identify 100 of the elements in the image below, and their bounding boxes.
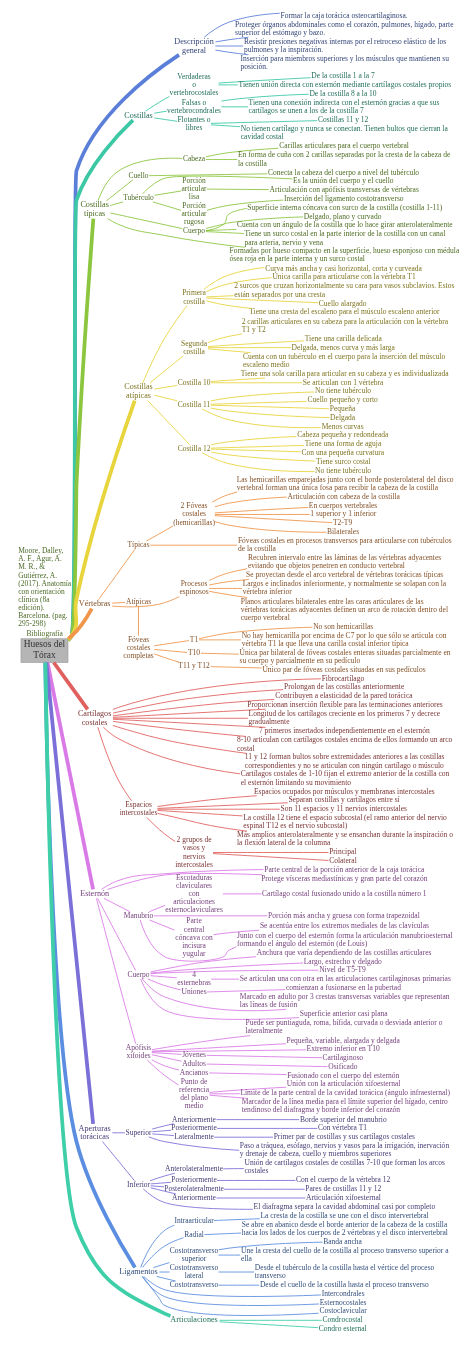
connector bbox=[148, 904, 166, 913]
connector bbox=[66, 399, 137, 642]
connector bbox=[112, 678, 322, 710]
connector bbox=[148, 173, 268, 177]
connector bbox=[107, 218, 246, 248]
connector bbox=[219, 1319, 323, 1321]
connector bbox=[156, 1276, 177, 1282]
connector bbox=[142, 1188, 254, 1210]
connector bbox=[153, 117, 178, 122]
connector bbox=[205, 277, 272, 293]
connector bbox=[210, 978, 240, 980]
connector bbox=[103, 897, 131, 913]
connector bbox=[149, 355, 184, 384]
connector bbox=[150, 956, 257, 973]
connector bbox=[208, 578, 250, 586]
connector bbox=[207, 348, 252, 354]
connector bbox=[140, 978, 300, 1020]
connector bbox=[66, 218, 96, 642]
connector bbox=[151, 1052, 182, 1055]
connector bbox=[222, 1168, 245, 1170]
connector bbox=[153, 653, 180, 663]
connector bbox=[112, 689, 284, 714]
connector bbox=[66, 118, 135, 642]
connector bbox=[111, 601, 126, 604]
connector bbox=[147, 978, 182, 991]
connector bbox=[210, 407, 330, 419]
connector bbox=[198, 639, 242, 641]
connector bbox=[201, 452, 315, 473]
connector bbox=[214, 36, 249, 43]
connector bbox=[151, 1129, 172, 1133]
connector bbox=[210, 444, 305, 449]
connector bbox=[140, 1224, 175, 1268]
connector bbox=[111, 596, 180, 608]
connector bbox=[107, 872, 263, 890]
connector bbox=[97, 898, 137, 972]
connector bbox=[112, 725, 247, 754]
connector bbox=[210, 391, 315, 402]
connector bbox=[101, 869, 265, 890]
connector bbox=[141, 978, 287, 1012]
connector bbox=[210, 120, 318, 124]
connector bbox=[142, 1237, 184, 1268]
connector bbox=[204, 1232, 242, 1236]
connector bbox=[157, 802, 289, 809]
connector bbox=[149, 1172, 176, 1182]
connector bbox=[146, 525, 174, 542]
connector bbox=[110, 201, 124, 206]
connector bbox=[210, 400, 308, 405]
connector bbox=[205, 229, 237, 231]
connector bbox=[212, 853, 329, 861]
connector bbox=[219, 1321, 319, 1329]
connector bbox=[205, 147, 279, 158]
connector bbox=[206, 1054, 323, 1059]
connector bbox=[222, 893, 262, 895]
connector bbox=[220, 106, 249, 108]
connector bbox=[218, 1254, 241, 1256]
connector bbox=[153, 385, 178, 390]
connector bbox=[203, 12, 281, 38]
connector bbox=[157, 808, 281, 810]
connector bbox=[203, 267, 265, 290]
connector bbox=[218, 1241, 323, 1251]
connector bbox=[152, 201, 182, 211]
connector bbox=[210, 436, 297, 446]
connector bbox=[208, 588, 243, 589]
connector bbox=[218, 1284, 260, 1286]
connector bbox=[153, 915, 268, 917]
connector bbox=[151, 1035, 251, 1051]
connector bbox=[206, 188, 270, 191]
connector bbox=[214, 49, 249, 56]
connector bbox=[147, 400, 190, 445]
connector bbox=[112, 708, 266, 718]
connector bbox=[111, 1132, 126, 1134]
connector bbox=[206, 297, 319, 304]
connector bbox=[151, 1043, 287, 1052]
connector bbox=[142, 175, 293, 195]
connector bbox=[209, 1094, 247, 1099]
connector bbox=[98, 548, 136, 601]
connector bbox=[210, 377, 266, 382]
connector bbox=[151, 1059, 180, 1071]
connector bbox=[146, 817, 176, 842]
connector bbox=[44, 662, 95, 1125]
connector bbox=[216, 1180, 296, 1181]
connector bbox=[150, 1181, 172, 1185]
connector bbox=[210, 666, 263, 669]
connector bbox=[102, 726, 241, 775]
connector bbox=[213, 929, 260, 936]
connector bbox=[154, 190, 182, 196]
connector bbox=[210, 448, 302, 453]
connector bbox=[208, 568, 248, 581]
connector bbox=[150, 1185, 165, 1188]
connector bbox=[205, 208, 248, 231]
connector bbox=[150, 962, 304, 974]
connector bbox=[209, 1093, 241, 1095]
connector bbox=[151, 1133, 175, 1137]
connector bbox=[109, 212, 183, 229]
connector bbox=[150, 969, 319, 975]
connector bbox=[157, 809, 243, 817]
connector bbox=[112, 720, 247, 737]
connector bbox=[153, 394, 178, 402]
connector bbox=[141, 1276, 320, 1306]
connector bbox=[112, 717, 249, 719]
